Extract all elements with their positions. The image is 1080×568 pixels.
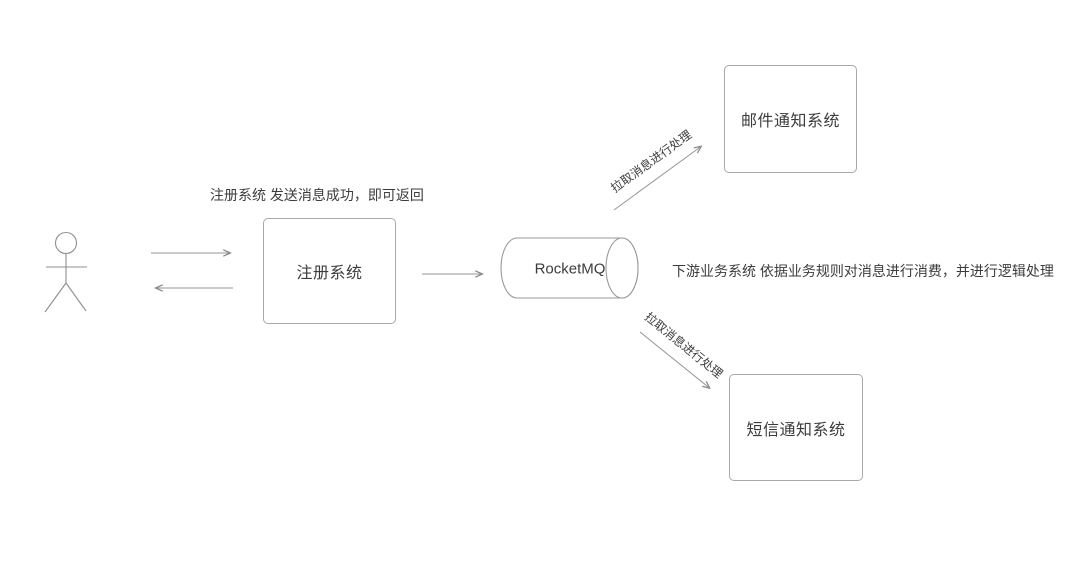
register-system-label: 注册系统: [296, 265, 363, 282]
email-notify-system-node: 邮件通知系统: [724, 65, 857, 173]
arrow-mq-to-sms: [639, 331, 710, 388]
email-notify-system-label: 邮件通知系统: [740, 113, 840, 130]
register-success-annotation: 注册系统 发送消息成功，即可返回: [210, 187, 424, 203]
actor-head: [54, 231, 78, 255]
user-actor-icon: [44, 231, 87, 313]
rocketmq-label: RocketMQ: [534, 260, 606, 278]
rocketmq-cylinder: [500, 237, 639, 299]
downstream-consume-annotation: 下游业务系统 依据业务规则对消息进行消费，并进行逻辑处理: [672, 263, 1054, 279]
arrow-mq-to-email: [613, 147, 701, 211]
cylinder-cap: [605, 237, 639, 299]
register-system-node: 注册系统: [263, 218, 396, 324]
actor-left-leg: [44, 282, 67, 313]
actor-right-leg: [65, 282, 87, 312]
sms-notify-system-node: 短信通知系统: [729, 374, 863, 481]
sms-notify-system-label: 短信通知系统: [746, 421, 846, 439]
